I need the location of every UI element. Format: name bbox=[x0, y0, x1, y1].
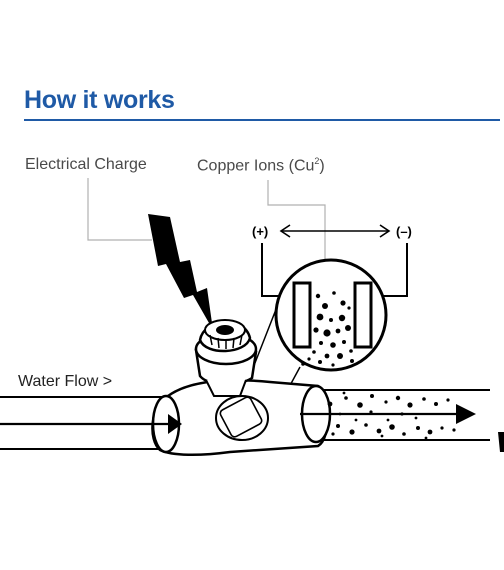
ion-stream-particles bbox=[327, 391, 456, 440]
cap-neck bbox=[205, 379, 247, 397]
copper-ions-leader bbox=[267, 180, 326, 283]
outflow-arrow bbox=[300, 404, 476, 424]
copper-ions-label: Copper Ions (Cu2) bbox=[197, 156, 325, 175]
inflow-arrow bbox=[0, 414, 182, 434]
water-flow-label: Water Flow > bbox=[18, 373, 113, 390]
electrical-charge-leader bbox=[87, 178, 152, 241]
electrical-charge-label: Electrical Charge bbox=[25, 156, 147, 173]
copper-ion-particles bbox=[301, 291, 354, 367]
positive-terminal-label: (+) bbox=[252, 224, 269, 239]
magnified-cell bbox=[274, 258, 388, 372]
negative-terminal-label: (–) bbox=[396, 224, 412, 239]
ionizer-cap bbox=[194, 319, 258, 386]
polarity-arrow bbox=[279, 224, 391, 238]
negative-electrode bbox=[353, 281, 373, 349]
lightning-bolt-icon bbox=[148, 214, 213, 330]
title-underline bbox=[24, 119, 500, 121]
positive-electrode bbox=[292, 281, 312, 349]
cropped-edge-mark bbox=[498, 432, 504, 452]
page-title: How it works bbox=[24, 86, 175, 114]
